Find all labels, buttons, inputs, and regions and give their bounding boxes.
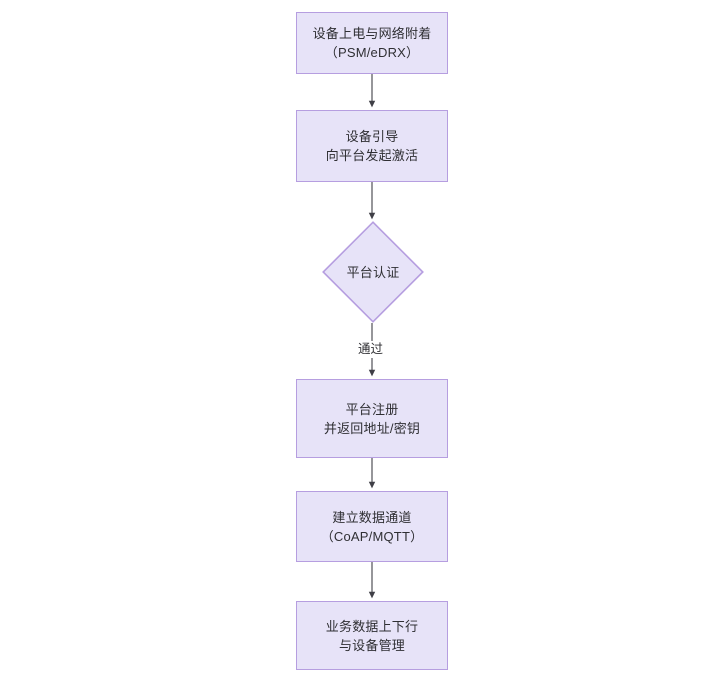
flow-node-line-1: 建立数据通道: [332, 509, 412, 525]
diamond-shape: [322, 221, 424, 323]
flow-node-line-1: 业务数据上下行: [325, 618, 419, 634]
flow-node-platform-register[interactable]: 平台注册 并返回地址/密钥: [296, 379, 448, 458]
flow-node-device-power-on[interactable]: 设备上电与网络附着 （PSM/eDRX）: [296, 12, 448, 74]
flow-node-line-1: 设备上电与网络附着: [312, 26, 432, 41]
flow-node-line-1: 平台注册: [345, 401, 399, 417]
flow-node-device-bootstrap[interactable]: 设备引导 向平台发起激活: [296, 110, 448, 182]
edge-label-pass: 通过: [356, 341, 386, 358]
flow-node-line-2: 向平台发起激活: [325, 148, 419, 163]
flow-node-line-2: （PSM/eDRX）: [324, 45, 420, 60]
flow-node-line-2: 并返回地址/密钥: [323, 420, 421, 436]
flow-node-line-1: 平台认证: [346, 264, 400, 280]
flow-node-platform-auth-decision[interactable]: 平台认证: [322, 221, 424, 323]
flow-node-business-data-and-device-management[interactable]: 业务数据上下行 与设备管理: [296, 601, 448, 670]
flow-node-establish-data-channel[interactable]: 建立数据通道 （CoAP/MQTT）: [296, 491, 448, 562]
flow-node-line-2: 与设备管理: [338, 637, 405, 653]
flow-node-line-2: （CoAP/MQTT）: [320, 528, 424, 544]
flow-node-line-1: 设备引导: [345, 129, 399, 144]
